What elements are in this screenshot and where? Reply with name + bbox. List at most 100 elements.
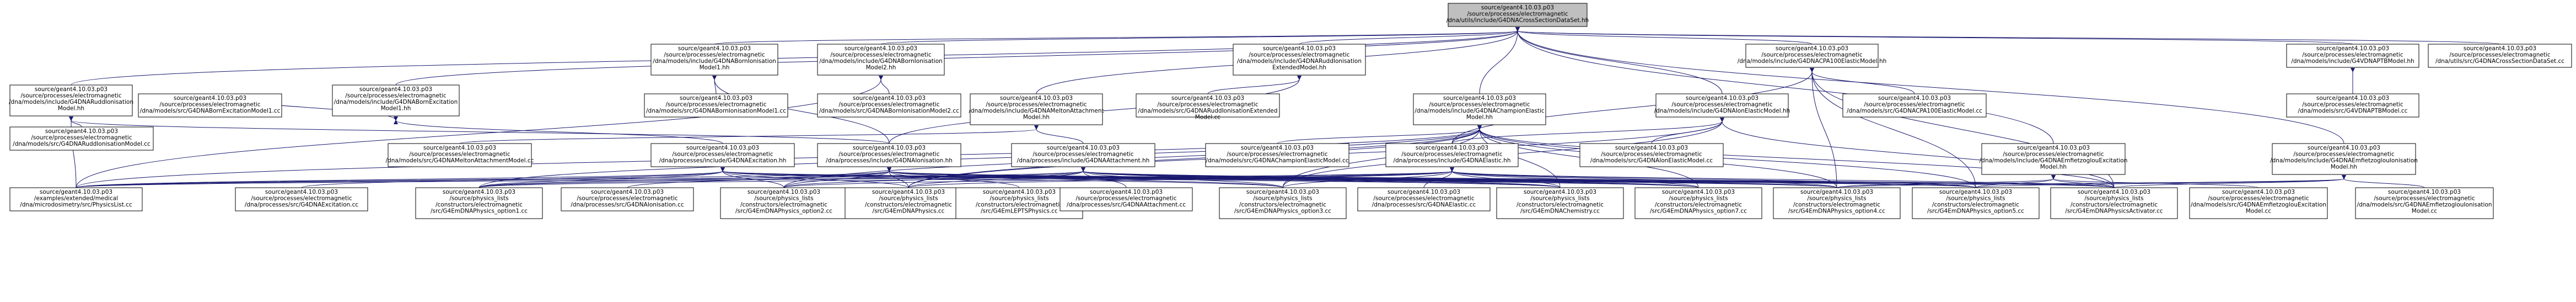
- node-label-line: /dna/models/include/G4DNABornIonisation: [819, 58, 943, 65]
- node-label-line: /dna/processes/src/G4DNAAttachment.cc: [1067, 202, 1186, 208]
- node-phys[interactable]: source/geant4.10.03.p03/source/physics_l…: [845, 187, 972, 219]
- node-emfe-h[interactable]: source/geant4.10.03.p03/source/processes…: [1980, 143, 2128, 175]
- node-ioni-el-cc[interactable]: source/geant4.10.03.p03/source/processes…: [1579, 143, 1724, 167]
- node-label-line: source/geant4.10.03.p03: [1800, 189, 1873, 195]
- node-label-line: /source/processes/electromagnetic: [2003, 151, 2104, 158]
- node-microdosimetry[interactable]: source/geant4.10.03.p03/examples/extende…: [9, 187, 143, 211]
- node-ionisation-cc[interactable]: source/geant4.10.03.p03/source/processes…: [561, 187, 694, 211]
- node-emfe-cc[interactable]: source/geant4.10.03.p03/source/processes…: [2189, 187, 2328, 219]
- node-rud-ionext-h[interactable]: source/geant4.10.03.p03/source/processes…: [1233, 44, 1366, 76]
- node-label-line: /source/processes/electromagnetic: [665, 102, 766, 108]
- node-born-ion2-cc[interactable]: source/geant4.10.03.p03/source/processes…: [817, 93, 961, 118]
- node-opt7[interactable]: source/geant4.10.03.p03/source/physics_l…: [1634, 187, 1762, 219]
- node-attachment-cc[interactable]: source/geant4.10.03.p03/source/processes…: [1060, 187, 1193, 211]
- node-label-line: /source/physics_lists: [879, 195, 938, 202]
- node-label-line: /constructors/electromagnetic: [1239, 202, 1326, 208]
- node-lepts[interactable]: source/geant4.10.03.p03/source/physics_l…: [955, 187, 1083, 219]
- node-cpa-h[interactable]: source/geant4.10.03.p03/source/processes…: [1738, 44, 1887, 68]
- node-opt4[interactable]: source/geant4.10.03.p03/source/physics_l…: [1773, 187, 1901, 219]
- edge-chem-to-elastic_h: [1449, 167, 1561, 188]
- edge-microdosimetry-to-excitation_h: [76, 167, 725, 188]
- node-label-line: /src/G4EmLEPTSPhysics.cc: [981, 208, 1058, 215]
- node-csds-cc[interactable]: source/geant4.10.03.p03/source/processes…: [2428, 44, 2572, 68]
- node-rud-ion-cc[interactable]: source/geant4.10.03.p03/source/processes…: [9, 126, 154, 151]
- node-box: [817, 44, 945, 76]
- node-born-exc-h[interactable]: source/geant4.10.03.p03/source/processes…: [332, 84, 460, 116]
- node-ionisation-h[interactable]: source/geant4.10.03.p03/source/processes…: [817, 143, 961, 167]
- node-box: [1413, 93, 1546, 125]
- edge-opt2-to-elastic_h: [783, 167, 1455, 188]
- node-opt5[interactable]: source/geant4.10.03.p03/source/physics_l…: [1912, 187, 2040, 219]
- node-label-line: /source/processes/electromagnetic: [1032, 151, 1133, 158]
- node-label-line: /dna/processes/include/G4DNAExcitation.h…: [659, 157, 787, 164]
- node-born-ion1-h[interactable]: source/geant4.10.03.p03/source/processes…: [650, 44, 778, 76]
- edge-opt4-to-cpa_h: [1809, 67, 1837, 188]
- node-opt3[interactable]: source/geant4.10.03.p03/source/physics_l…: [1219, 187, 1347, 219]
- node-born-ion1-cc[interactable]: source/geant4.10.03.p03/source/processes…: [644, 93, 788, 118]
- node-label-line: Model.hh: [1466, 114, 1493, 121]
- edge-rud_ionext_h-to-root: [1299, 27, 1520, 45]
- node-champ-h[interactable]: source/geant4.10.03.p03/source/processes…: [1413, 93, 1546, 125]
- node-rud-ion-h[interactable]: source/geant4.10.03.p03/source/processes…: [9, 84, 133, 116]
- node-elastic-h[interactable]: source/geant4.10.03.p03/source/processes…: [1385, 143, 1519, 167]
- node-label-line: /source/processes/electromagnetic: [577, 195, 677, 202]
- edge-opt5-to-emfi_h: [1975, 174, 2347, 188]
- node-activator[interactable]: source/geant4.10.03.p03/source/physics_l…: [2050, 187, 2178, 219]
- node-melton-cc[interactable]: source/geant4.10.03.p03/source/processes…: [386, 143, 534, 167]
- node-label-line: /dna/models/src/G4DNAMeltonAttachmentMod…: [386, 157, 534, 164]
- node-ioni-el-h[interactable]: source/geant4.10.03.p03/source/processes…: [1654, 93, 1790, 118]
- node-label-line: source/geant4.10.03.p03: [1388, 189, 1460, 195]
- node-label-line: /dna/models/src/G4DNAEmfietzoglouExcitat…: [2191, 202, 2326, 208]
- node-label-line: source/geant4.10.03.p03: [1263, 45, 1336, 52]
- dependency-nodes: source/geant4.10.03.p03/source/processes…: [9, 3, 2572, 219]
- edge-ionisation_h-to-born_ion1_h: [712, 75, 890, 144]
- node-label-line: source/geant4.10.03.p03: [1481, 4, 1554, 11]
- node-opt1[interactable]: source/geant4.10.03.p03/source/physics_l…: [415, 187, 543, 219]
- node-box: [1842, 93, 1987, 118]
- node-gv-cc[interactable]: source/geant4.10.03.p03/source/processes…: [2286, 93, 2419, 118]
- node-label-line: /source/processes/electromagnetic: [1601, 151, 1702, 158]
- node-label-line: /constructors/electromagnetic: [1516, 202, 1604, 208]
- node-gv-h[interactable]: source/geant4.10.03.p03/source/processes…: [2286, 44, 2419, 68]
- node-box: [817, 93, 961, 118]
- node-label-line: /source/processes/electromagnetic: [1075, 195, 1176, 202]
- node-label-line: Model.cc: [2412, 208, 2438, 215]
- node-box: [1233, 44, 1366, 76]
- node-cpa-cc[interactable]: source/geant4.10.03.p03/source/processes…: [1842, 93, 1987, 118]
- node-excitation-cc[interactable]: source/geant4.10.03.p03/source/processes…: [235, 187, 368, 211]
- root-node[interactable]: source/geant4.10.03.p03/source/processes…: [1446, 3, 1589, 27]
- edge-elastic_h-to-cpa_h: [1451, 67, 1815, 144]
- node-box: [1634, 187, 1762, 219]
- node-born-ion2-h[interactable]: source/geant4.10.03.p03/source/processes…: [817, 44, 945, 76]
- node-opt2[interactable]: source/geant4.10.03.p03/source/physics_l…: [720, 187, 848, 219]
- node-excitation-h[interactable]: source/geant4.10.03.p03/source/processes…: [650, 143, 795, 167]
- edge-excitation_cc-to-excitation_h: [301, 167, 725, 188]
- node-melton-h[interactable]: source/geant4.10.03.p03/source/processes…: [969, 93, 1104, 125]
- node-champ-cc[interactable]: source/geant4.10.03.p03/source/processes…: [1205, 143, 1349, 167]
- node-box: [1496, 187, 1624, 219]
- node-born-exc-cc[interactable]: source/geant4.10.03.p03/source/processes…: [138, 93, 282, 118]
- dependency-edges: [68, 27, 2500, 188]
- node-rud-ionext-cc[interactable]: source/geant4.10.03.p03/source/processes…: [1136, 93, 1280, 121]
- node-box: [1655, 93, 1789, 118]
- node-label-line: /source/physics_lists: [1669, 195, 1728, 202]
- node-label-line: source/geant4.10.03.p03: [443, 189, 515, 195]
- edge-activator-to-champ_h: [1477, 125, 2115, 188]
- node-label-line: /constructors/electromagnetic: [740, 202, 827, 208]
- node-label-line: /source/processes/electromagnetic: [1249, 52, 1349, 59]
- node-label-line: source/geant4.10.03.p03: [591, 189, 664, 195]
- node-label-line: /dna/models/src/G4DNARuddIonisationExten…: [1138, 108, 1277, 114]
- node-attachment-h[interactable]: source/geant4.10.03.p03/source/processes…: [1011, 143, 1155, 167]
- node-label-line: /dna/models/src/G4DNACPA100ElasticModel.…: [1847, 108, 1982, 114]
- node-elastic-cc[interactable]: source/geant4.10.03.p03/source/processes…: [1357, 187, 1491, 211]
- node-box: [2286, 44, 2419, 68]
- node-chem[interactable]: source/geant4.10.03.p03/source/physics_l…: [1496, 187, 1624, 219]
- node-label-line: /source/physics_lists: [1946, 195, 2005, 202]
- node-label-line: /source/processes/electromagnetic: [2302, 52, 2403, 59]
- node-emfi-h[interactable]: source/geant4.10.03.p03/source/processes…: [2270, 143, 2418, 175]
- node-label-line: /source/processes/electromagnetic: [2302, 102, 2403, 108]
- edge-opt4-to-emfe_h: [1836, 174, 2056, 188]
- node-label-line: source/geant4.10.03.p03: [1443, 95, 1516, 102]
- node-emfi-cc[interactable]: source/geant4.10.03.p03/source/processes…: [2355, 187, 2494, 219]
- node-label-line: /dna/processes/src/G4DNAIonisation.cc: [571, 202, 684, 208]
